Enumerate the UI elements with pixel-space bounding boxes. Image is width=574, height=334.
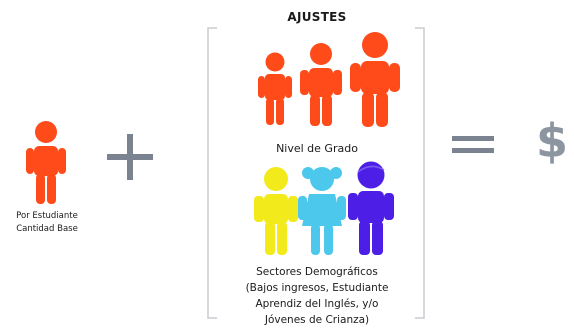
- demographics-line-3: Aprendiz del Inglés, y/o: [255, 298, 379, 310]
- caption-line-1: Por Estudiante: [16, 211, 78, 221]
- grade-small-child-icon: [258, 52, 292, 125]
- base-amount-caption: Por Estudiante Cantidad Base: [2, 210, 92, 236]
- grade-medium-child-icon: [300, 43, 342, 126]
- demographics-label: Sectores Demográficos (Bajos ingresos, E…: [206, 264, 428, 328]
- plus-icon: [107, 134, 153, 180]
- base-child-icon: [26, 121, 66, 204]
- grade-level-label: Nivel de Grado: [276, 142, 358, 155]
- demographics-line-1: Sectores Demográficos: [256, 266, 378, 278]
- adjustments-title: AJUSTES: [287, 10, 347, 24]
- caption-line-2: Cantidad Base: [16, 224, 78, 234]
- grade-large-child-icon: [350, 32, 400, 127]
- english-learner-child-icon: [298, 167, 346, 255]
- demographics-line-4: Jóvenes de Crianza): [264, 314, 370, 326]
- demographics-line-2: (Bajos ingresos, Estudiante: [245, 282, 389, 294]
- adjustments-bracket: [207, 27, 425, 319]
- equals-icon: [452, 136, 494, 153]
- low-income-child-icon: [254, 167, 298, 255]
- foster-youth-child-icon: [348, 161, 394, 255]
- dollar-result-symbol: $: [536, 114, 569, 168]
